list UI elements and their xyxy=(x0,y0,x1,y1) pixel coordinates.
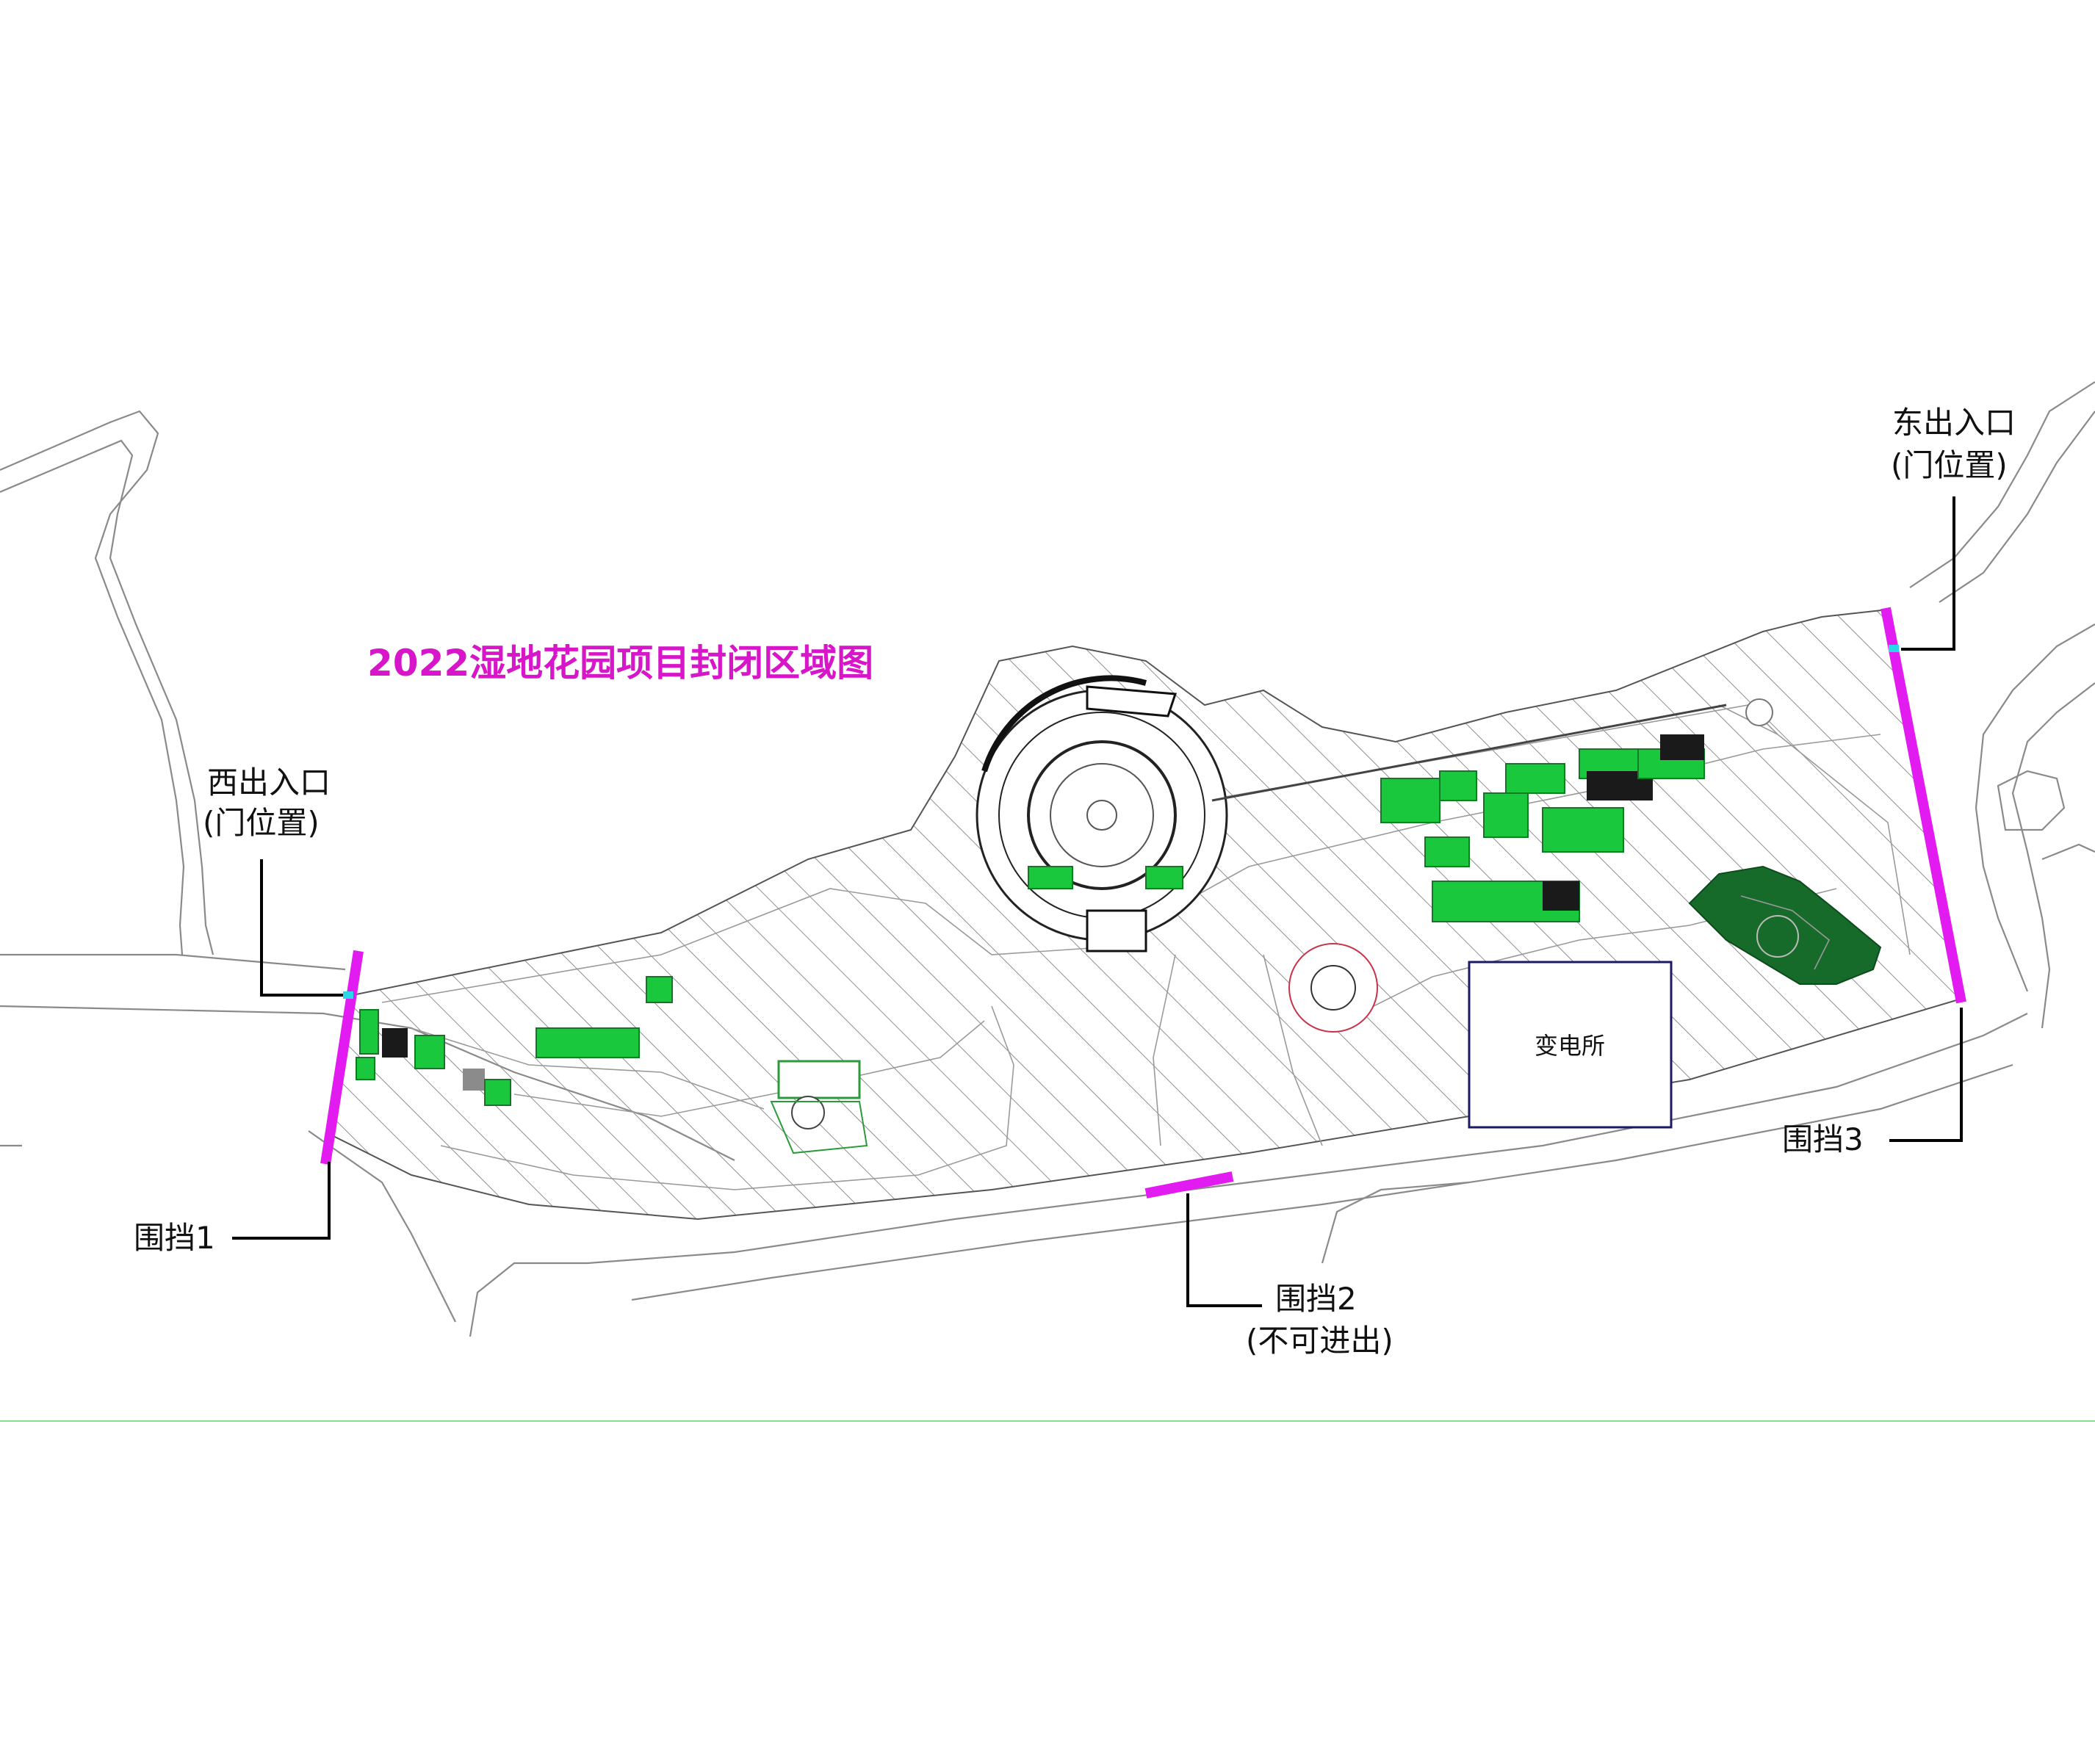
planting-plots xyxy=(356,734,1705,1106)
gate-marker-icon xyxy=(343,991,353,999)
gate-marker-icon xyxy=(1889,645,1899,652)
roundabout xyxy=(1288,698,1773,1033)
surrounding-roads xyxy=(0,381,2095,1337)
barrier-1 xyxy=(320,950,364,1165)
plaza-feature xyxy=(770,1060,868,1154)
barrier2-label: 围挡2 xyxy=(1275,1281,1357,1317)
substation-label: 变电所 xyxy=(1535,1032,1605,1060)
barrier-3 xyxy=(1881,607,1966,1004)
dark-garden xyxy=(1688,865,1882,985)
east-entrance-note: (门位置) xyxy=(1891,447,2008,483)
gate-markers xyxy=(343,645,1899,999)
barrier-2 xyxy=(1144,1171,1234,1199)
west-entrance-note: (门位置) xyxy=(203,805,320,841)
west-entrance-label: 西出入口 xyxy=(207,764,331,800)
map-title: 2022湿地花园项目封闭区域图 xyxy=(367,642,873,684)
barrier3-label: 围挡3 xyxy=(1782,1121,1864,1157)
barrier2-note: (不可进出) xyxy=(1246,1323,1393,1359)
east-entrance-label: 东出入口 xyxy=(1892,405,2016,441)
barrier1-label: 围挡1 xyxy=(134,1220,215,1256)
leader-lines xyxy=(232,496,1963,1307)
barriers xyxy=(320,607,1966,1199)
substation: 变电所 xyxy=(1468,961,1673,1129)
